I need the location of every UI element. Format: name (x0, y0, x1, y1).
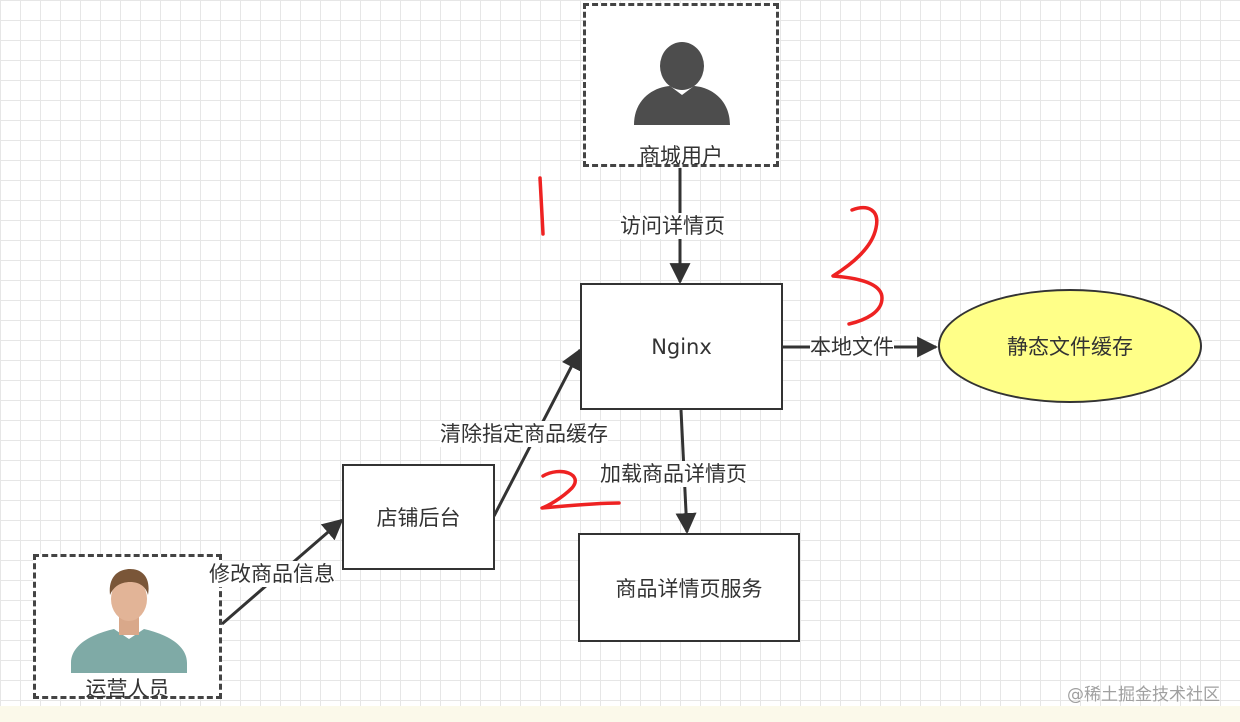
nginx-node: Nginx (580, 283, 783, 410)
store-backend-label: 店铺后台 (377, 502, 461, 532)
store-backend-node: 店铺后台 (342, 464, 495, 570)
edge-label-load-detail: 加载商品详情页 (600, 461, 747, 487)
operator-actor: 运营人员 (33, 554, 222, 699)
mall-user-label: 商城用户 (586, 140, 776, 170)
detail-service-node: 商品详情页服务 (578, 533, 800, 642)
edge-label-visit-detail: 访问详情页 (620, 213, 725, 239)
watermark: @稀土掘金技术社区 (1067, 680, 1220, 705)
mall-user-actor: 商城用户 (583, 3, 779, 167)
operator-label: 运营人员 (36, 673, 219, 703)
annotation-mark-3 (833, 208, 882, 324)
operator-person-icon (70, 565, 188, 673)
user-silhouette-icon (632, 41, 732, 127)
annotation-mark-1 (540, 178, 543, 234)
nginx-label: Nginx (651, 335, 712, 359)
edge-label-clear-cache: 清除指定商品缓存 (440, 421, 608, 447)
edge-label-modify-info: 修改商品信息 (209, 561, 335, 587)
static-cache-node: 静态文件缓存 (938, 289, 1202, 403)
edge-label-local-file: 本地文件 (810, 334, 894, 360)
static-cache-label: 静态文件缓存 (1007, 331, 1133, 361)
detail-service-label: 商品详情页服务 (616, 573, 763, 603)
